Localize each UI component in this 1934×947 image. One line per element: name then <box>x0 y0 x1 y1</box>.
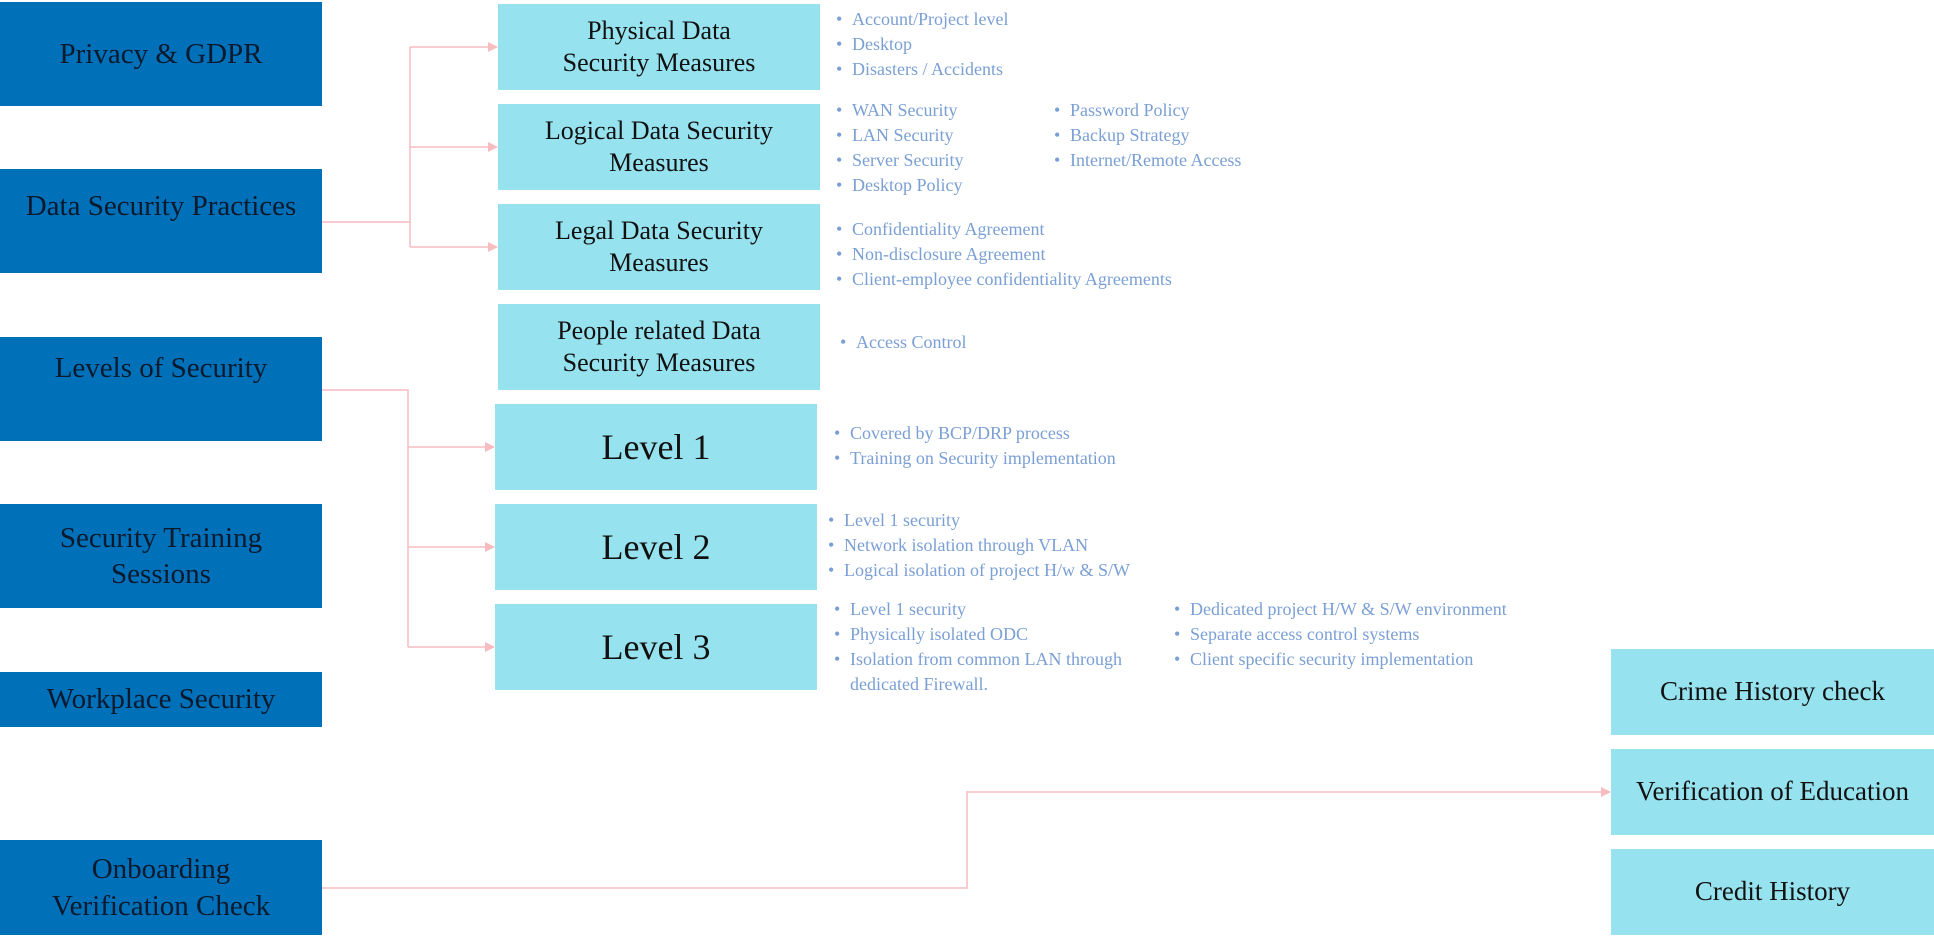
bullet-item: Client-employee confidentiality Agreemen… <box>834 267 1234 292</box>
topic-label: Privacy & GDPR <box>59 37 263 70</box>
bullet-item: Physically isolated ODC <box>832 622 1152 647</box>
bullet-item: Internet/Remote Access <box>1052 148 1312 173</box>
bullet-item: Confidentiality Agreement <box>834 217 1234 242</box>
bullet-item: Account/Project level <box>834 7 1154 32</box>
measure-physical: Physical Data Security Measures <box>498 4 820 90</box>
level-3-bullets-col-1: Level 1 security Physically isolated ODC… <box>832 597 1152 697</box>
bullet-item: Level 1 security <box>832 597 1152 622</box>
bullet-item: Server Security <box>834 148 1049 173</box>
measure-label: Logical Data Security Measures <box>544 115 774 178</box>
logical-bullets-col-1: WAN Security LAN Security Server Securit… <box>834 98 1049 198</box>
measure-label: Legal Data Security Measures <box>555 215 763 278</box>
logical-bullets-col-2: Password Policy Backup Strategy Internet… <box>1052 98 1312 173</box>
check-verification-of-education: Verification of Education <box>1611 749 1934 835</box>
measure-label: Physical Data Security Measures <box>562 15 756 78</box>
level-3: Level 3 <box>495 604 817 690</box>
measure-logical: Logical Data Security Measures <box>498 104 820 190</box>
check-label: Verification of Education <box>1636 776 1909 807</box>
topic-label: Security Training Sessions <box>59 521 263 590</box>
topic-data-security-practices: Data Security Practices <box>0 169 322 273</box>
bullet-item: Dedicated project H/W & S/W environment <box>1172 597 1562 622</box>
measure-legal: Legal Data Security Measures <box>498 204 820 290</box>
topic-label: Onboarding Verification Check <box>51 853 271 922</box>
level-label: Level 2 <box>601 526 711 567</box>
bullet-item: Disasters / Accidents <box>834 57 1154 82</box>
bullet-item: Desktop Policy <box>834 173 1049 198</box>
bullet-item: Desktop <box>834 32 1154 57</box>
check-crime-history: Crime History check <box>1611 649 1934 735</box>
people-bullets: Access Control <box>838 330 1138 355</box>
level-1-bullets: Covered by BCP/DRP process Training on S… <box>832 421 1212 471</box>
topic-privacy-gdpr: Privacy & GDPR <box>0 2 322 106</box>
check-label: Credit History <box>1694 876 1851 907</box>
connector-to-verification <box>322 787 1611 889</box>
check-label: Crime History check <box>1660 676 1885 707</box>
bullet-item: Client specific security implementation <box>1172 647 1562 672</box>
check-credit-history: Credit History <box>1611 849 1934 935</box>
legal-bullets: Confidentiality Agreement Non-disclosure… <box>834 217 1234 292</box>
bullet-item: Level 1 security <box>826 508 1226 533</box>
topic-label: Workplace Security <box>46 683 276 716</box>
measure-label: People related Data Security Measures <box>557 315 761 378</box>
level-label: Level 1 <box>601 426 711 467</box>
bullet-item: Access Control <box>838 330 1138 355</box>
bullet-item: Password Policy <box>1052 98 1312 123</box>
bullet-item: Logical isolation of project H/w & S/W <box>826 558 1226 583</box>
bullet-item: Network isolation through VLAN <box>826 533 1226 558</box>
level-3-bullets-col-2: Dedicated project H/W & S/W environment … <box>1172 597 1562 672</box>
measure-people: People related Data Security Measures <box>498 304 820 390</box>
bullet-item: Covered by BCP/DRP process <box>832 421 1212 446</box>
physical-bullets: Account/Project level Desktop Disasters … <box>834 7 1154 82</box>
bullet-item: WAN Security <box>834 98 1049 123</box>
connector-practices-trunk <box>322 47 411 247</box>
topic-label: Levels of Security <box>54 351 268 384</box>
bullet-item: LAN Security <box>834 123 1049 148</box>
bullet-item: Backup Strategy <box>1052 123 1312 148</box>
level-1: Level 1 <box>495 404 817 490</box>
topic-security-training-sessions: Security Training Sessions <box>0 504 322 608</box>
level-2: Level 2 <box>495 504 817 590</box>
topic-workplace-security: Workplace Security <box>0 672 322 727</box>
connector-levels-trunk <box>322 389 409 647</box>
topic-label: Data Security Practices <box>25 189 297 222</box>
bullet-item: Separate access control systems <box>1172 622 1562 647</box>
bullet-item: Training on Security implementation <box>832 446 1212 471</box>
level-2-bullets: Level 1 security Network isolation throu… <box>826 508 1226 583</box>
bullet-item: Isolation from common LAN through dedica… <box>832 647 1152 697</box>
topic-onboarding-verification-check: Onboarding Verification Check <box>0 840 322 935</box>
level-label: Level 3 <box>601 626 711 667</box>
bullet-item: Non-disclosure Agreement <box>834 242 1234 267</box>
topic-levels-of-security: Levels of Security <box>0 337 322 441</box>
